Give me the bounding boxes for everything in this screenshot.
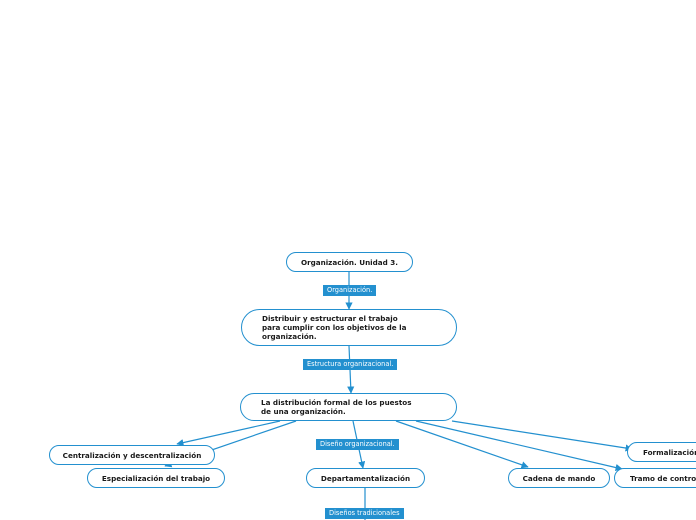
relation-label-2[interactable]: Estructura organizacional.	[303, 359, 398, 370]
connector-to-formalizacion	[451, 420, 633, 452]
topic-centralizacion[interactable]: Centralización y descentralización	[49, 445, 215, 465]
relation-label-1[interactable]: Organización.	[323, 285, 377, 296]
topic-formalizacion[interactable]: Formalización	[627, 442, 696, 462]
topic-departamentalizacion[interactable]: Departamentalización	[306, 468, 425, 488]
relation-label-4[interactable]: Diseños tradicionales	[325, 508, 404, 519]
topic-tramo-de-control[interactable]: Tramo de control	[614, 468, 696, 488]
connector-to-cadena-de-mando	[395, 420, 529, 469]
topic-root[interactable]: Organización. Unidad 3.	[286, 252, 413, 272]
connector-to-centralizacion	[176, 420, 281, 447]
topic-distribuir-trabajo[interactable]: Distribuir y estructurar el trabajo para…	[241, 309, 457, 346]
relation-label-3[interactable]: Diseño organizacional.	[316, 439, 399, 450]
topic-cadena-de-mando[interactable]: Cadena de mando	[508, 468, 610, 488]
topic-especializacion[interactable]: Especialización del trabajo	[87, 468, 225, 488]
topic-distribucion-formal[interactable]: La distribución formal de los puestos de…	[240, 393, 457, 421]
connector-to-tramo-de-control	[415, 420, 623, 472]
